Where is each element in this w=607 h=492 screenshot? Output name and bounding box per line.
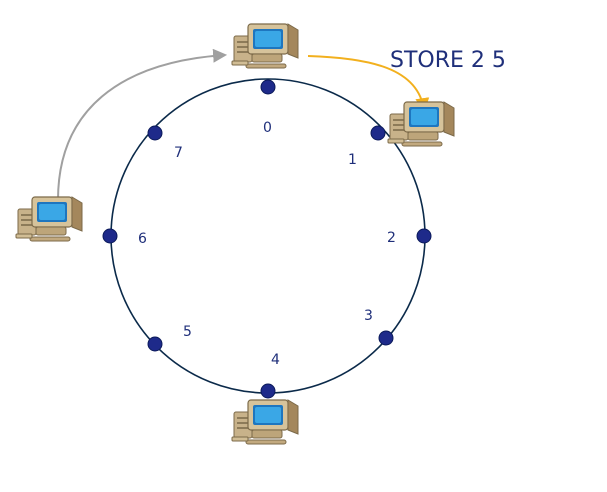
ring-node-6[interactable] bbox=[102, 228, 118, 244]
ring-node-2[interactable] bbox=[416, 228, 432, 244]
arrow-node6-to-node0 bbox=[57, 48, 228, 201]
ring-node-7[interactable] bbox=[147, 125, 163, 141]
ring-node-label-5: 5 bbox=[183, 324, 192, 340]
ring-node-label-6: 6 bbox=[138, 231, 147, 247]
computer-icon-node-0 bbox=[231, 23, 299, 69]
ring-node-label-2: 2 bbox=[387, 230, 396, 246]
ring-node-5[interactable] bbox=[147, 336, 163, 352]
ring-node-label-7: 7 bbox=[174, 145, 183, 161]
store-command-label: STORE 2 5 bbox=[390, 48, 506, 73]
ring-node-label-0: 0 bbox=[263, 120, 272, 136]
ring-node-4[interactable] bbox=[260, 383, 276, 399]
ring-node-label-3: 3 bbox=[364, 308, 373, 324]
ring-node-1[interactable] bbox=[370, 125, 386, 141]
ring-node-3[interactable] bbox=[378, 330, 394, 346]
computer-icon-node-4 bbox=[231, 399, 299, 445]
ring-node-label-4: 4 bbox=[271, 352, 280, 368]
computer-icon-node-6 bbox=[15, 196, 83, 242]
arrow-node0-to-node1 bbox=[307, 55, 430, 113]
ring-node-label-1: 1 bbox=[348, 152, 357, 168]
ring-node-0[interactable] bbox=[260, 79, 276, 95]
computer-icon-node-1 bbox=[387, 101, 455, 147]
